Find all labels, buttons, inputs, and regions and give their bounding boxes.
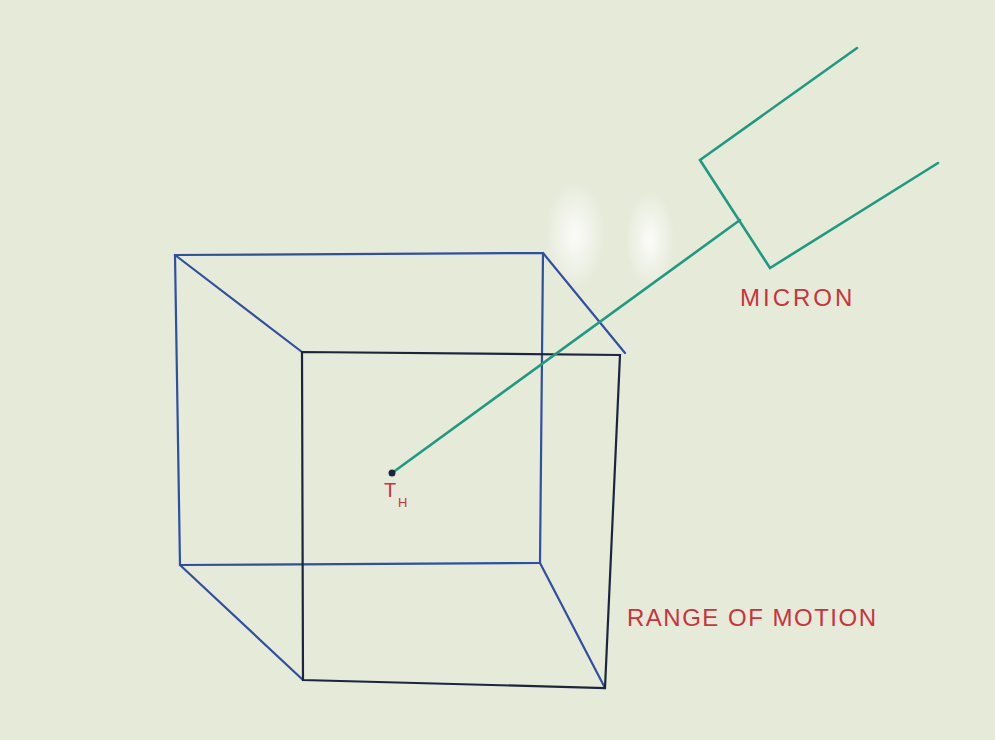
region-label: RANGE OF MOTION bbox=[627, 606, 878, 630]
cube-front-face bbox=[302, 352, 620, 688]
point-label: T bbox=[384, 480, 396, 500]
cube-edge bbox=[175, 255, 302, 352]
micron-body bbox=[700, 48, 938, 268]
instrument-label: MICRON bbox=[740, 286, 855, 310]
cube-edge bbox=[540, 563, 605, 688]
cube-edge bbox=[543, 253, 625, 353]
cube-back-face bbox=[175, 253, 543, 565]
glare bbox=[625, 190, 675, 290]
cube-edge bbox=[180, 565, 303, 680]
target-point bbox=[389, 470, 396, 477]
point-label-subscript: H bbox=[398, 496, 407, 509]
micron-tip-line bbox=[392, 220, 740, 473]
glare bbox=[545, 180, 605, 290]
